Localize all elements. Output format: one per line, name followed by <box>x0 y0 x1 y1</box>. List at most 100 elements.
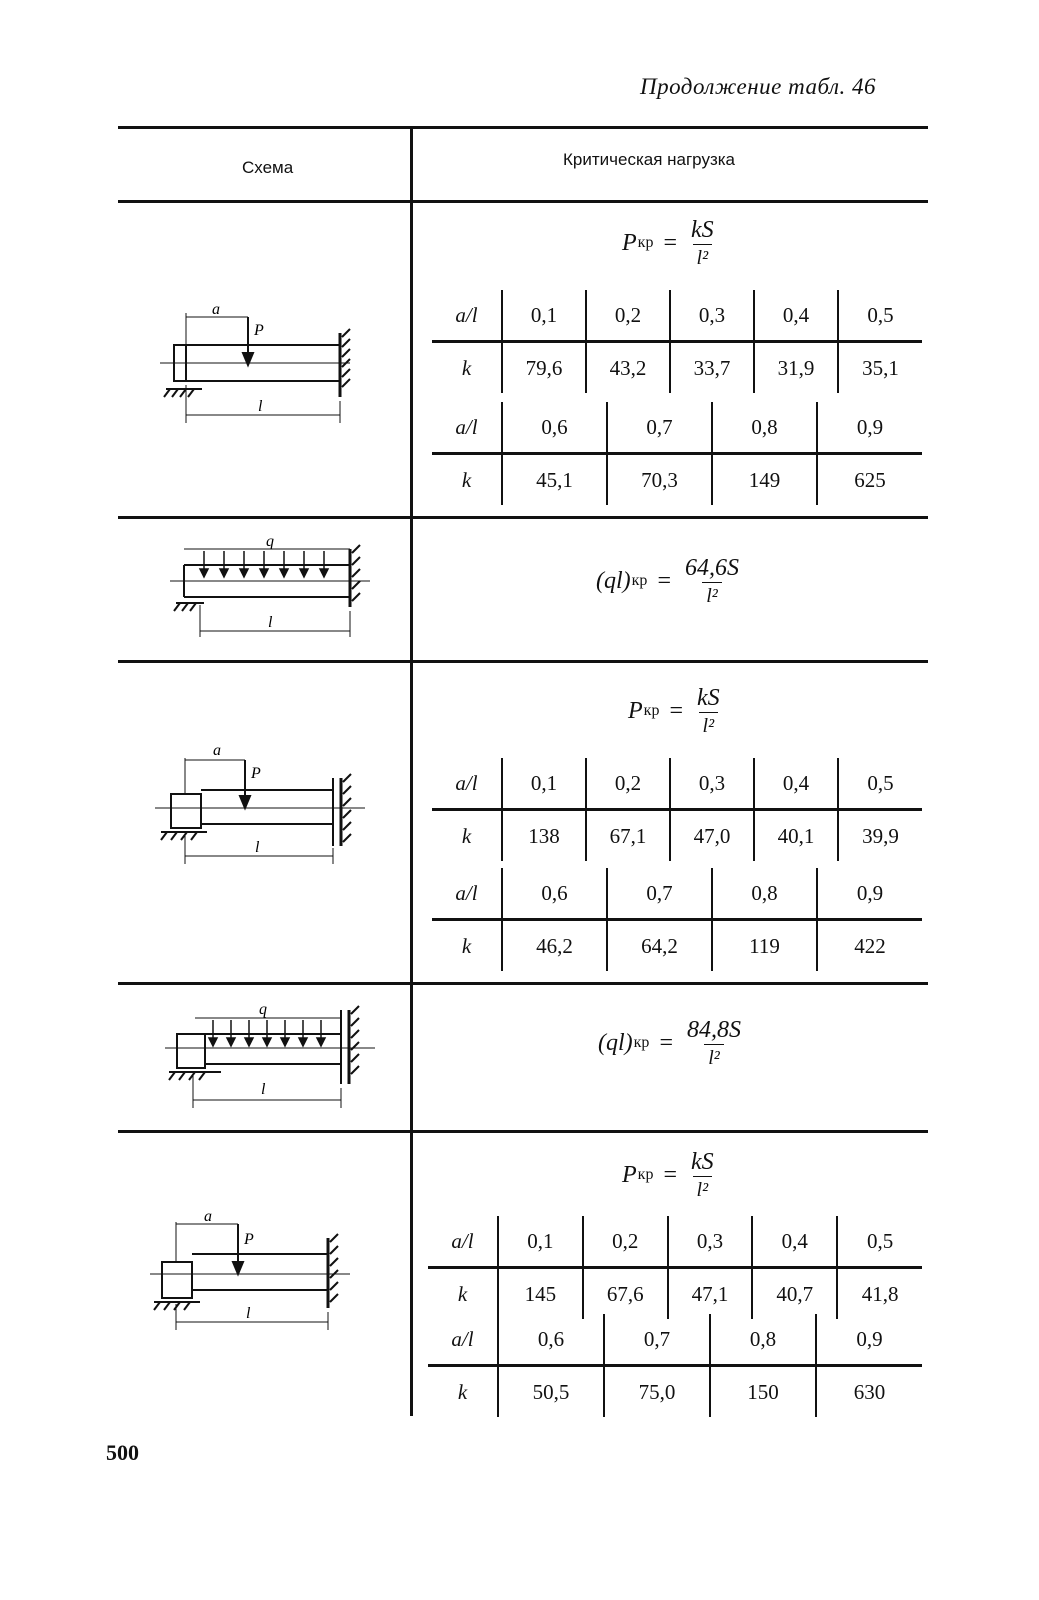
table-row: a/l 0,1 0,2 0,3 0,4 0,5 <box>432 290 922 343</box>
cell-k: 46,2 <box>501 919 607 971</box>
cell-k: 149 <box>711 453 817 505</box>
table-row: k 45,1 70,3 149 625 <box>432 453 922 505</box>
table-row: k 145 67,6 47,1 40,7 41,8 <box>428 1267 922 1319</box>
cell-al: 0,2 <box>585 290 670 343</box>
table-row: a/l 0,1 0,2 0,3 0,4 0,5 <box>432 758 922 811</box>
label-l: l <box>255 839 260 856</box>
formula-eq: = <box>657 567 671 594</box>
cell-k: 630 <box>815 1365 922 1417</box>
cell-k: 39,9 <box>837 809 922 861</box>
label-P: P <box>243 1231 254 1248</box>
cell-al: 0,9 <box>816 402 922 455</box>
label-al: a/l <box>432 868 502 921</box>
formula-lhs: P <box>622 229 637 256</box>
formula-numerator: kS <box>691 1149 714 1175</box>
cell-al: 0,9 <box>815 1314 922 1367</box>
formula-denominator: l² <box>692 244 713 268</box>
cell-al: 0,7 <box>606 868 712 921</box>
cell-k: 79,6 <box>501 341 586 393</box>
label-k: k <box>461 467 472 492</box>
cell-al: 0,8 <box>711 868 817 921</box>
cell-k: 41,8 <box>836 1267 922 1319</box>
cell-k: 150 <box>709 1365 816 1417</box>
label-a: a <box>212 305 220 318</box>
cell-k: 43,2 <box>585 341 670 393</box>
cell-k: 75,0 <box>603 1365 710 1417</box>
label-l: l <box>268 614 273 631</box>
table-row: k 138 67,1 47,0 40,1 39,9 <box>432 809 922 861</box>
formula-fraction: kS l² <box>693 686 724 736</box>
cell-al: 0,2 <box>581 1216 668 1269</box>
label-k: k <box>461 933 472 958</box>
rule-top <box>118 126 928 129</box>
table-row: a/l 0,6 0,7 0,8 0,9 <box>432 402 922 455</box>
label-k: k <box>457 1281 468 1306</box>
label-k: k <box>461 355 472 380</box>
rule-row3 <box>118 982 928 985</box>
rule-row2 <box>118 660 928 663</box>
cell-al: 0,6 <box>497 1314 604 1367</box>
formula-numerator: 84,8S <box>686 1017 741 1043</box>
cell-k: 64,2 <box>606 919 712 971</box>
cell-al: 0,1 <box>501 290 586 343</box>
formula-numerator: 64,6S <box>684 555 739 581</box>
table-row: a/l 0,6 0,7 0,8 0,9 <box>428 1314 922 1367</box>
formula-row5: P кр = kS l² <box>622 1150 718 1200</box>
cell-k: 45,1 <box>501 453 607 505</box>
scheme-point-load-pinned-sliding: a P l <box>155 742 365 864</box>
table-row1-part2: a/l 0,6 0,7 0,8 0,9 k 45,1 70,3 149 625 <box>432 402 922 505</box>
table-row: k 50,5 75,0 150 630 <box>428 1365 922 1417</box>
page-number: 500 <box>106 1440 139 1465</box>
formula-fraction: 64,6S l² <box>681 556 743 606</box>
cell-k: 422 <box>816 919 922 971</box>
cell-al: 0,4 <box>751 1216 838 1269</box>
cell-al: 0,1 <box>497 1216 583 1269</box>
cell-k: 50,5 <box>497 1365 604 1417</box>
header-critical-load: Критическая нагрузка <box>563 150 736 169</box>
label-a: a <box>204 1208 212 1225</box>
table-row: k 79,6 43,2 33,7 31,9 35,1 <box>432 341 922 393</box>
formula-sub: кр <box>637 1166 654 1183</box>
table-row5-part1: a/l 0,1 0,2 0,3 0,4 0,5 k 145 67,6 47,1 … <box>428 1216 922 1319</box>
formula-row1: P кр = kS l² <box>622 218 718 268</box>
label-al: a/l <box>432 402 502 455</box>
cell-al: 0,5 <box>836 1216 922 1269</box>
label-al: a/l <box>432 758 502 811</box>
formula-sub: кр <box>633 1034 650 1051</box>
rule-row4 <box>118 1130 928 1133</box>
formula-denominator: l² <box>698 712 719 736</box>
formula-lhs: P <box>622 1161 637 1188</box>
cell-al: 0,3 <box>669 758 754 811</box>
cell-al: 0,6 <box>501 402 607 455</box>
cell-al: 0,2 <box>585 758 670 811</box>
formula-fraction: kS l² <box>687 1150 718 1200</box>
cell-al: 0,4 <box>753 758 838 811</box>
cell-al: 0,6 <box>501 868 607 921</box>
label-l: l <box>261 1081 266 1098</box>
formula-sub: кр <box>643 702 660 719</box>
cell-al: 0,5 <box>837 758 922 811</box>
label-k: k <box>461 823 472 848</box>
table-row5-part2: a/l 0,6 0,7 0,8 0,9 k 50,5 75,0 150 630 <box>428 1314 922 1417</box>
formula-eq: = <box>663 229 677 256</box>
cell-al: 0,3 <box>666 1216 753 1269</box>
cell-al: 0,4 <box>753 290 838 343</box>
cell-k: 119 <box>711 919 817 971</box>
cell-k: 31,9 <box>753 341 838 393</box>
rule-header <box>118 200 928 203</box>
formula-row2: (ql) кр = 64,6S l² <box>596 556 743 606</box>
scheme-distributed-load-pinned-fixed: q l <box>170 535 370 637</box>
cell-al: 0,9 <box>816 868 922 921</box>
label-l: l <box>258 398 263 415</box>
header-scheme: Схема <box>242 158 294 177</box>
label-q: q <box>259 1001 267 1018</box>
label-P: P <box>250 765 261 782</box>
label-a: a <box>213 742 221 759</box>
formula-row3: P кр = kS l² <box>628 686 724 736</box>
scheme-point-load-pinned-fixed: a P l <box>160 305 351 423</box>
cell-k: 40,1 <box>753 809 838 861</box>
cell-k: 67,6 <box>581 1267 668 1319</box>
label-l: l <box>246 1305 251 1322</box>
formula-eq: = <box>663 1161 677 1188</box>
table-row: a/l 0,1 0,2 0,3 0,4 0,5 <box>428 1216 922 1269</box>
